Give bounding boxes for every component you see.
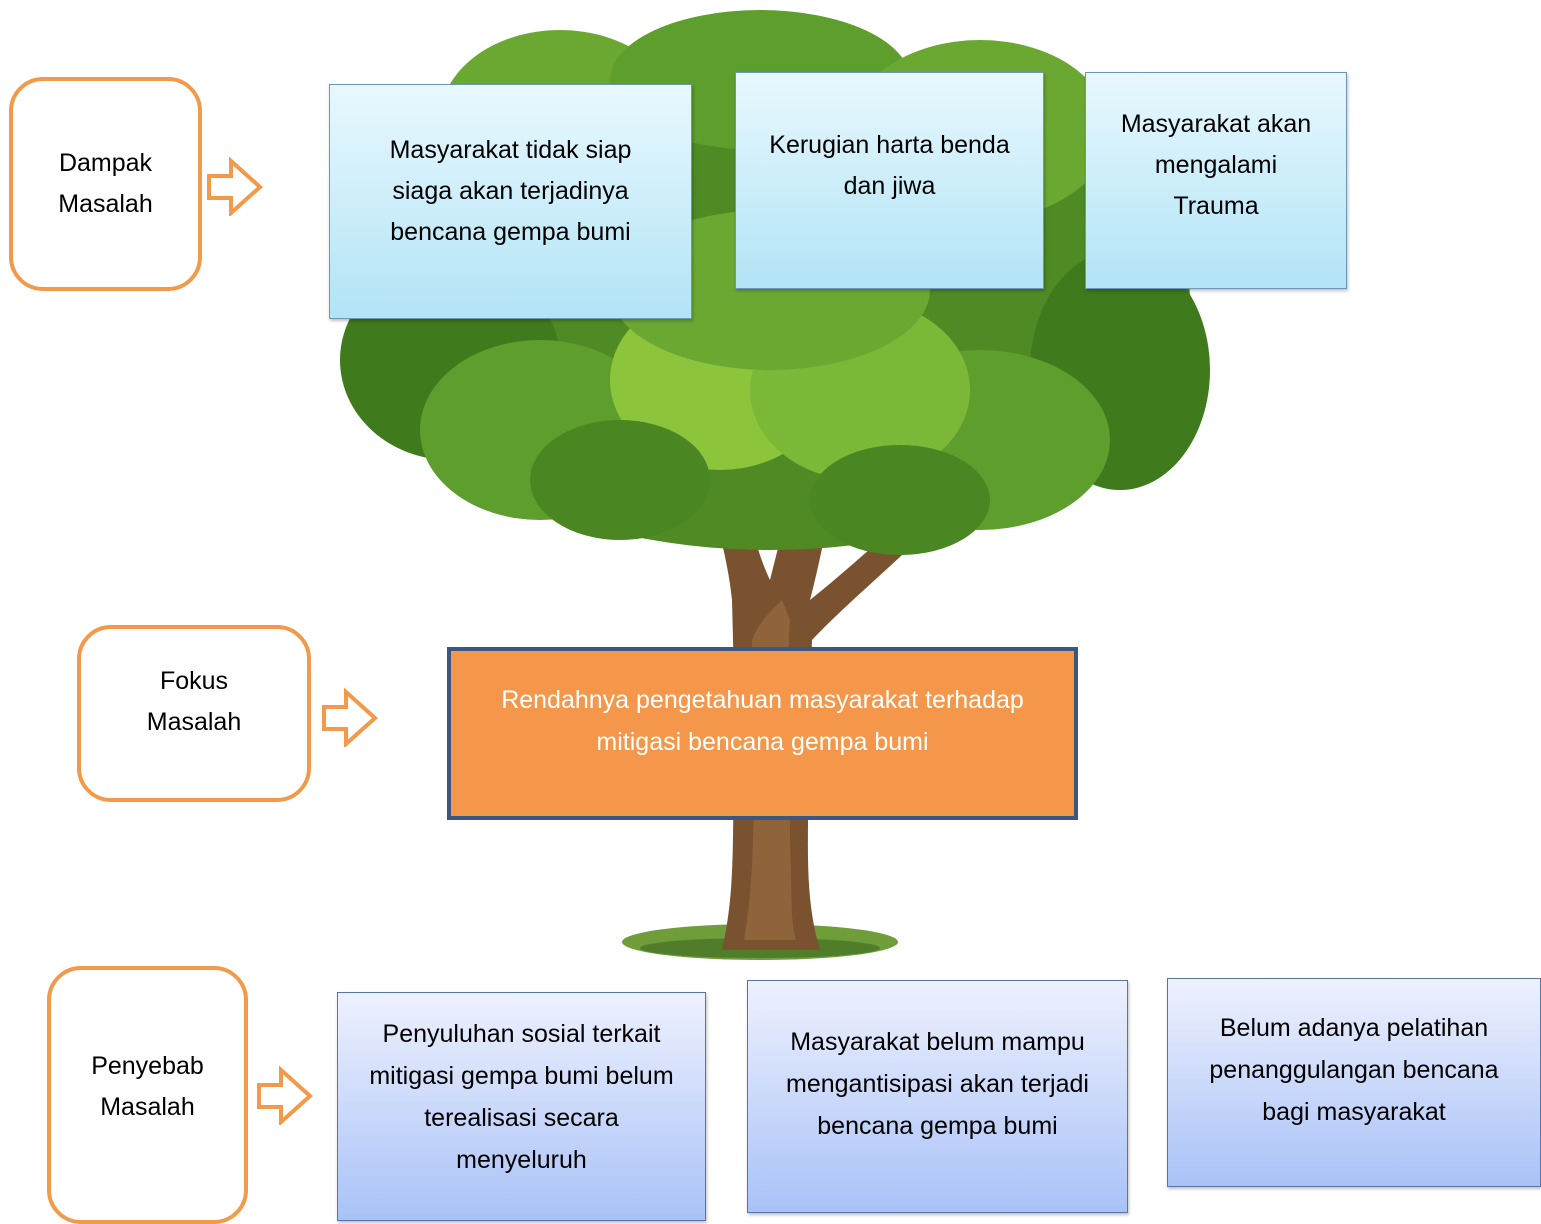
effect-text: Masyarakat tidak siap siaga akan terjadi… xyxy=(389,136,632,246)
effect-box: Kerugian harta benda dan jiwa xyxy=(735,72,1044,289)
cause-text: Masyarakat belum mampu mengantisipasi ak… xyxy=(786,1028,1089,1140)
effect-box: Masyarakat akan mengalami Trauma xyxy=(1085,72,1347,289)
cause-box: Masyarakat belum mampu mengantisipasi ak… xyxy=(747,980,1128,1213)
arrow-right-icon xyxy=(257,1065,313,1125)
cause-box: Belum adanya pelatihan penanggulangan be… xyxy=(1167,978,1541,1187)
label-fokus-masalah: Fokus Masalah xyxy=(77,625,311,802)
label-dampak-masalah: Dampak Masalah xyxy=(9,77,202,291)
label-penyebab-masalah: Penyebab Masalah xyxy=(47,966,248,1224)
focus-problem-box: Rendahnya pengetahuan masyarakat terhada… xyxy=(447,647,1078,820)
effect-box: Masyarakat tidak siap siaga akan terjadi… xyxy=(329,84,692,319)
effect-text: Kerugian harta benda dan jiwa xyxy=(769,131,1010,200)
cause-box: Penyuluhan sosial terkait mitigasi gempa… xyxy=(337,992,706,1221)
label-penyebab-text: Penyebab Masalah xyxy=(91,1052,204,1121)
cause-text: Penyuluhan sosial terkait mitigasi gempa… xyxy=(369,1020,674,1174)
effect-text: Masyarakat akan mengalami Trauma xyxy=(1120,110,1312,220)
arrow-right-icon xyxy=(207,156,263,216)
label-fokus-text: Fokus Masalah xyxy=(146,667,242,736)
focus-problem-text: Rendahnya pengetahuan masyarakat terhada… xyxy=(501,686,1024,756)
arrow-right-icon xyxy=(322,687,378,747)
cause-text: Belum adanya pelatihan penanggulangan be… xyxy=(1209,1014,1499,1126)
label-dampak-text: Dampak Masalah xyxy=(58,149,153,218)
